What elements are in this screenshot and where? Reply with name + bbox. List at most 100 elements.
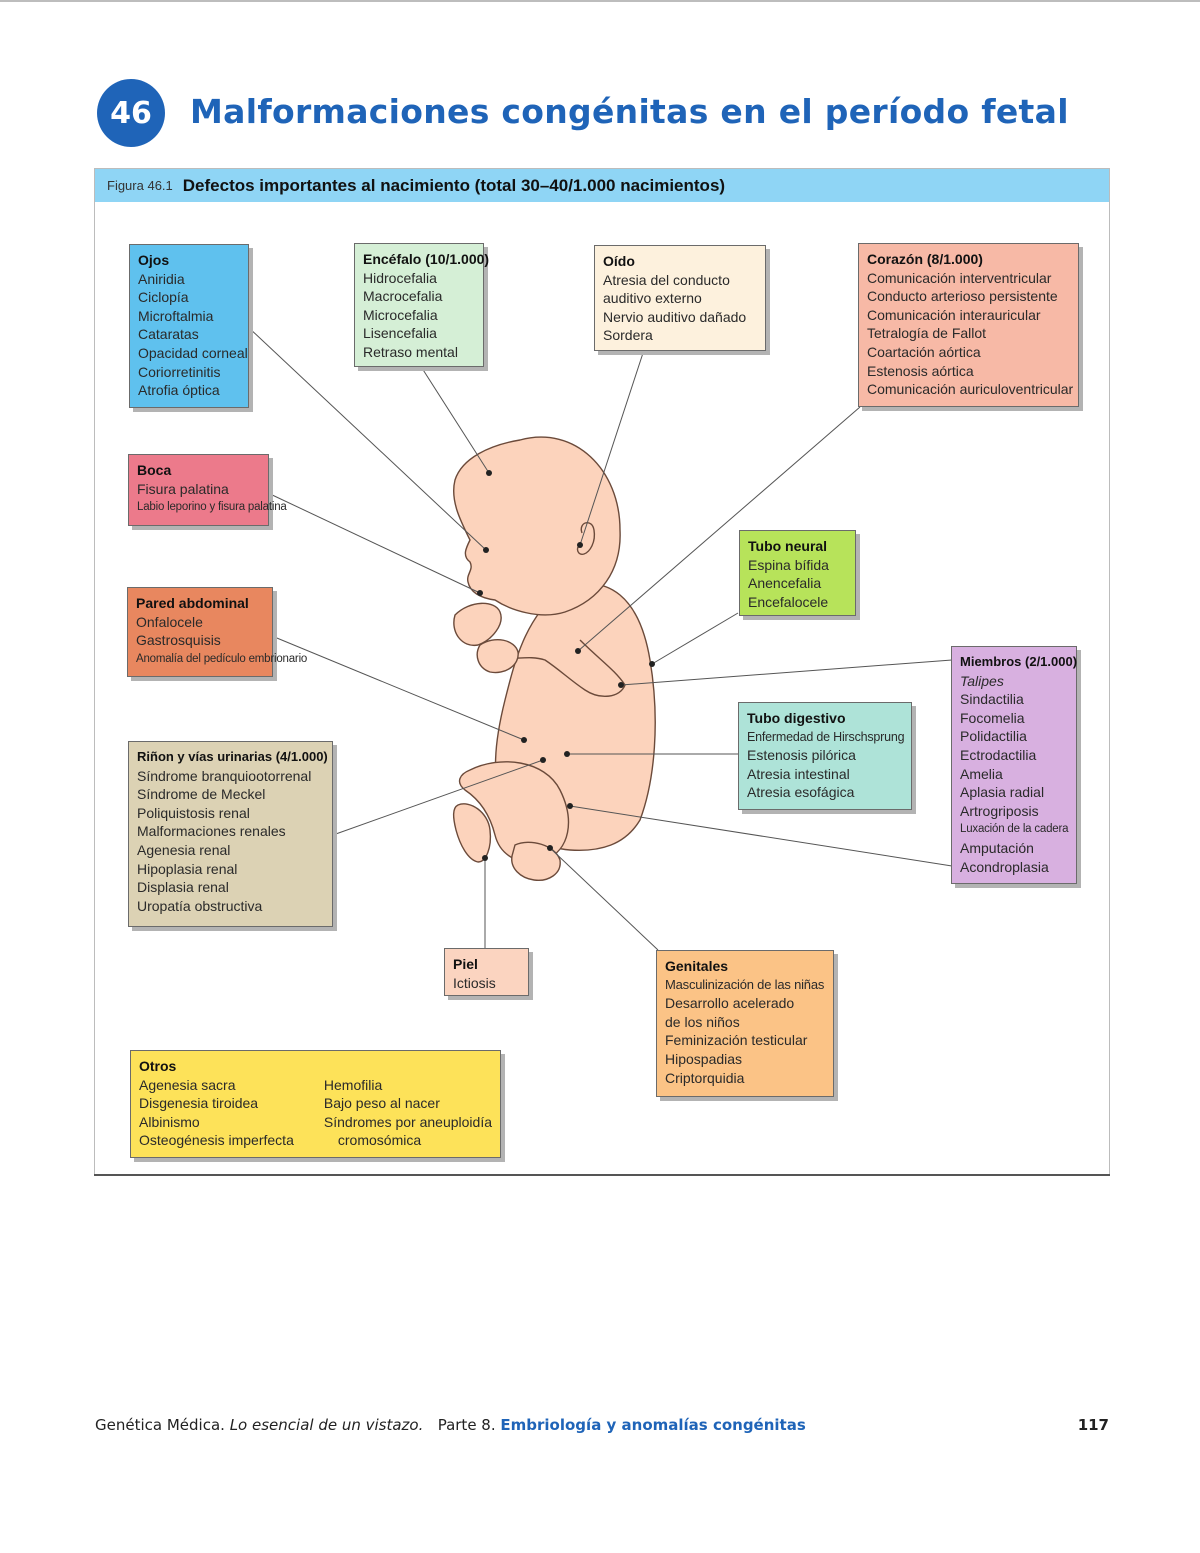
box-miembros-item: Artrogriposis <box>960 802 1039 819</box>
box-otros: Otros Agenesia sacra Disgenesia tiroidea… <box>130 1050 501 1158</box>
footer-section: Embriología y anomalías congénitas <box>500 1416 806 1434</box>
box-genitales-item: de los niños <box>665 1013 740 1030</box>
leader-encefalo <box>419 364 490 474</box>
box-tubo-digestivo-item: Atresia esofágica <box>747 784 855 801</box>
box-genitales-item: Desarrollo acelerado <box>665 995 795 1012</box>
box-miembros-item: Luxación de la cadera <box>960 823 1069 836</box>
box-miembros: Miembros (2/1.000) Talipes Sindactilia F… <box>951 646 1077 884</box>
box-rinon-item: Displasia renal <box>137 879 229 896</box>
fetus-ear <box>576 522 596 556</box>
box-pared-abdominal-item: Gastrosquisis <box>136 632 221 649</box>
box-encefalo-item: Retraso mental <box>363 343 458 360</box>
box-tubo-digestivo-item: Atresia intestinal <box>747 765 850 782</box>
leader-lines <box>247 326 953 951</box>
leader-miembros-lower <box>569 805 953 867</box>
fetus-arm <box>499 639 626 697</box>
page-number: 117 <box>1077 1416 1109 1434</box>
box-pared-abdominal-title: Pared abdominal <box>136 595 249 611</box>
box-tubo-neural: Tubo neural Espina bífida Anencefalia En… <box>739 530 856 616</box>
leader-boca <box>267 492 481 594</box>
box-otros-columns: Agenesia sacra Disgenesia tiroidea Albin… <box>139 1076 492 1150</box>
box-otros-title: Otros <box>139 1058 177 1074</box>
box-genitales-item: Masculinización de las niñas <box>665 976 825 992</box>
box-rinon-item: Síndrome branquiootorrenal <box>137 767 312 784</box>
box-tubo-digestivo: Tubo digestivo Enfermedad de Hirschsprun… <box>738 702 912 810</box>
box-corazon: Corazón (8/1.000) Comunicación intervent… <box>858 243 1079 407</box>
box-otros-item: Síndromes por aneuploidía <box>323 1113 492 1130</box>
box-encefalo-title: Encéfalo (10/1.000) <box>363 251 490 267</box>
box-oido-item: Nervio auditivo dañado <box>603 308 747 325</box>
box-ojos-item: Cataratas <box>138 326 199 343</box>
box-rinon: Riñon y vías urinarias (4/1.000) Síndrom… <box>128 741 333 927</box>
leader-pared-abdominal <box>271 635 525 741</box>
fetus-hand-right <box>476 638 519 674</box>
box-ojos-item: Microftalmia <box>138 307 214 324</box>
leader-oido <box>579 352 644 546</box>
footer-subtitle: Lo esencial de un vistazo. <box>229 1416 424 1434</box>
box-tubo-neural-item: Encefalocele <box>748 593 829 610</box>
box-pared-abdominal: Pared abdominal Onfalocele Gastrosquisis… <box>127 587 308 677</box>
box-oido-item: Atresia del conducto <box>603 271 730 288</box>
fetus-head <box>453 436 621 616</box>
box-corazon-item: Estenosis aórtica <box>867 362 974 379</box>
page-footer: Genética Médica. Lo esencial de un vista… <box>95 1416 806 1434</box>
box-genitales: Genitales Masculinización de las niñas D… <box>656 950 834 1097</box>
box-genitales-item: Hipospadias <box>665 1050 743 1067</box>
box-rinon-item: Malformaciones renales <box>137 823 286 840</box>
box-genitales-item: Feminización testicular <box>665 1032 808 1049</box>
box-otros-col1: Agenesia sacra Disgenesia tiroidea Albin… <box>139 1076 324 1150</box>
fetus-drawing <box>452 436 656 881</box>
box-miembros-item: Talipes <box>960 672 1004 689</box>
leader-corazon <box>577 406 861 652</box>
chapter-title: Malformaciones congénitas en el período … <box>190 92 1069 131</box>
box-piel-title: Piel <box>453 956 478 972</box>
footer-part: Parte 8. <box>437 1416 496 1434</box>
leader-miembros-upper <box>620 659 953 686</box>
box-otros-item: cromosómica <box>337 1132 422 1149</box>
box-oido: Oído Atresia del conducto auditivo exter… <box>594 245 766 351</box>
box-rinon-item: Uropatía obstructiva <box>137 897 263 914</box>
box-corazon-item: Coartación aórtica <box>867 343 981 360</box>
box-miembros-item: Amelia <box>960 765 1003 782</box>
box-miembros-item: Sindactilia <box>960 691 1024 708</box>
box-miembros-item: Amputación <box>960 839 1034 856</box>
box-pared-abdominal-item: Onfalocele <box>136 613 203 630</box>
leader-genitales <box>549 847 659 951</box>
box-tubo-neural-item: Espina bífida <box>748 556 829 573</box>
box-genitales-item: Criptorquidia <box>665 1069 745 1086</box>
fetus-foot-left <box>452 803 492 863</box>
box-rinon-item: Poliquistosis renal <box>137 804 250 821</box>
box-piel: Piel Ictiosis <box>444 948 529 996</box>
chapter-number: 46 <box>110 95 152 131</box>
box-pared-abdominal-item: Anomalía del pedículo embrionario <box>136 652 308 665</box>
box-encefalo-item: Microcefalia <box>363 306 438 323</box>
box-encefalo: Encéfalo (10/1.000) Hidrocefalia Macroce… <box>354 243 490 367</box>
box-otros-item: Hemofilia <box>323 1076 383 1093</box>
box-corazon-item: Comunicación interauricular <box>867 306 1041 323</box>
box-ojos-item: Coriorretinitis <box>138 363 221 380</box>
box-oido-title: Oído <box>603 253 635 269</box>
box-rinon-item: Agenesia renal <box>137 841 231 858</box>
box-oido-item: Sordera <box>603 327 653 344</box>
footer-book: Genética Médica. <box>95 1416 225 1434</box>
box-tubo-digestivo-item: Enfermedad de Hirschsprung <box>747 729 905 744</box>
box-ojos: Ojos Aniridia Ciclopía Microftalmia Cata… <box>129 244 249 408</box>
chapter-number-badge: 46 <box>97 79 165 147</box>
box-corazon-item: Comunicación auriculoventricular <box>867 381 1074 398</box>
box-otros-item: Disgenesia tiroidea <box>139 1095 259 1112</box>
box-otros-item: Albinismo <box>139 1113 200 1130</box>
box-miembros-item: Acondroplasia <box>960 858 1049 875</box>
box-ojos-item: Aniridia <box>138 270 185 287</box>
box-corazon-title: Corazón (8/1.000) <box>867 251 983 267</box>
box-oido-item: auditivo externo <box>603 290 702 307</box>
leader-dots <box>477 470 655 861</box>
box-ojos-item: Opacidad corneal <box>138 344 248 361</box>
leader-ojos <box>247 326 487 551</box>
box-otros-item: Osteogénesis imperfecta <box>139 1132 294 1149</box>
leader-rinon <box>332 759 544 836</box>
box-encefalo-item: Macrocefalia <box>363 288 443 305</box>
box-rinon-item: Síndrome de Meckel <box>137 786 266 803</box>
figure-number: Figura 46.1 <box>107 178 173 193</box>
box-genitales-title: Genitales <box>665 958 729 974</box>
